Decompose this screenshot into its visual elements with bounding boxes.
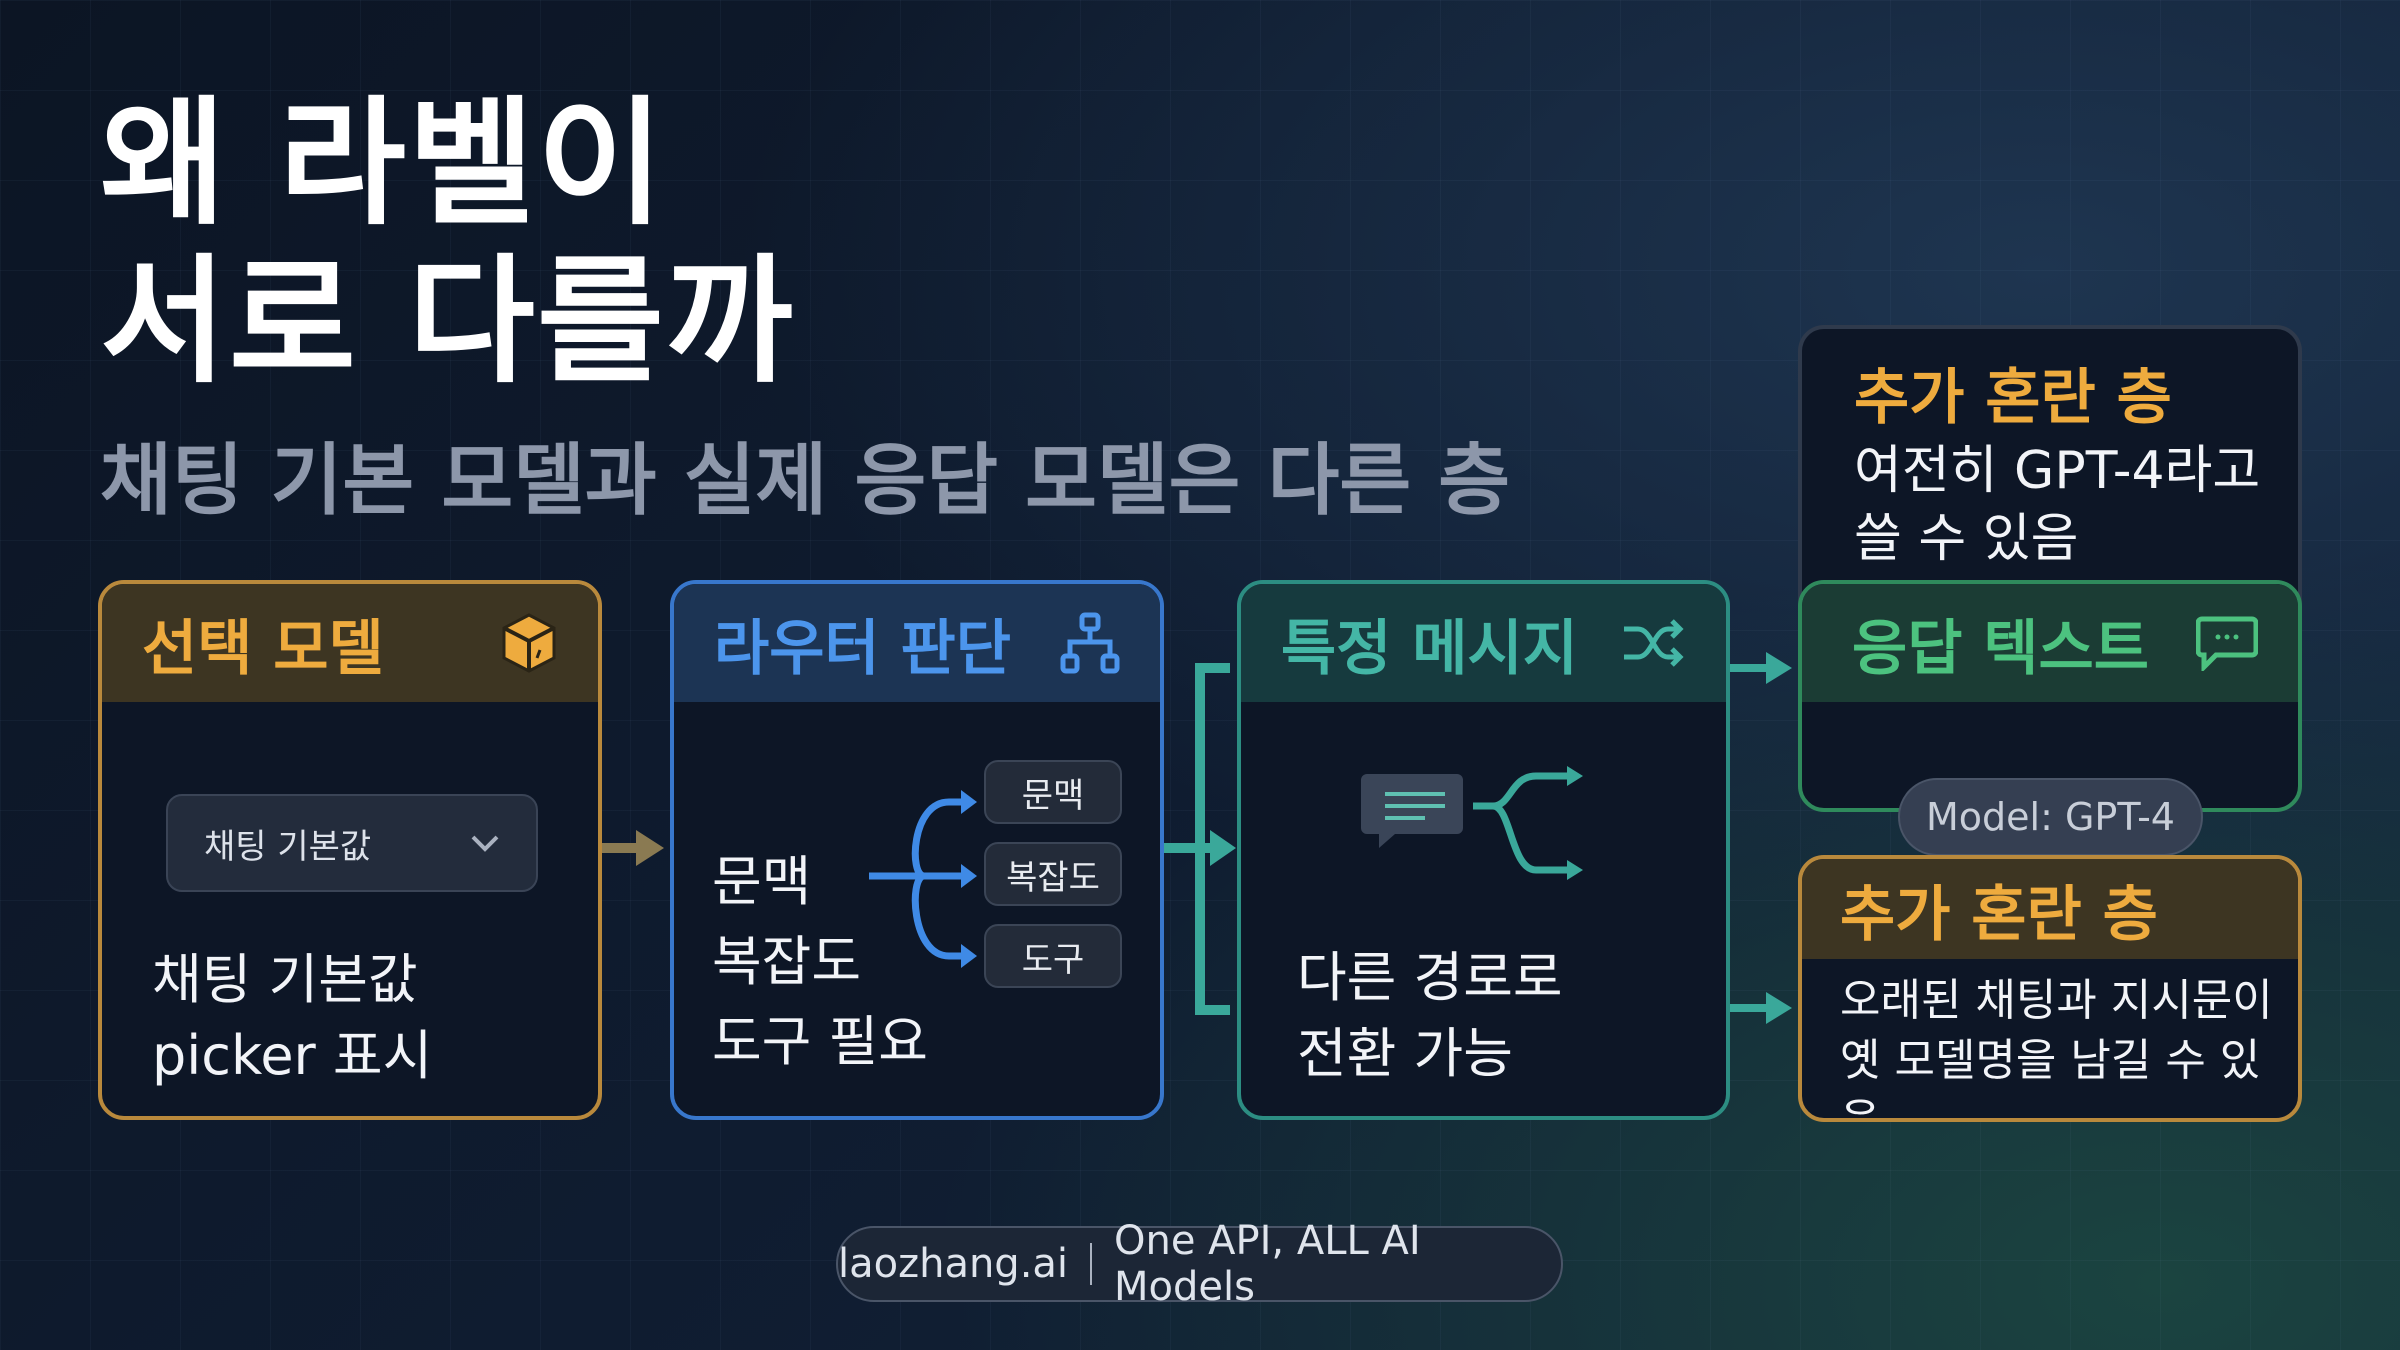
body-line: 도구 필요 [712,1010,928,1073]
subtitle: 채팅 기본 모델과 실제 응답 모델은 다른 층 [100,436,1511,526]
card-extra-confusion-bottom: 추가 혼란 층 오래된 채팅과 지시문이 옛 모델명을 남길 수 있음 [1798,855,2302,1122]
body-line: 전환 가능 [1297,1022,1513,1085]
chip-complexity: 복잡도 [984,842,1122,906]
body-line: picker 표시 [152,1024,433,1087]
arrow-card3-to-response [1730,652,1792,684]
card-title: 응답 텍스트 [1852,613,2149,684]
body-line: 쓸 수 있음 [1854,509,2079,569]
body-line: 여전히 GPT-4라고 [1854,441,2261,501]
card-title: 라우터 판단 [714,613,1011,684]
branch-arrows [869,790,977,968]
dropdown-value: 채팅 기본값 [204,826,372,867]
chat-bubble-icon [2196,616,2258,671]
footer-tagline: One API, ALL AI Models [1113,1218,1421,1310]
card-router: 라우터 판단 문맥 복잡도 도구 필요 문맥 복잡도 도구 [670,580,1164,1120]
body-line: 오래된 채팅과 지시문이 [1840,975,2273,1026]
chat-route-icon [1361,766,1583,880]
footer-brand: laozhang.ai [838,1241,1069,1287]
chevron-down-icon [471,835,499,852]
body-line: 복잡도 [712,930,862,993]
page-title: 왜 라벨이 서로 다를까 [100,85,795,401]
title-line-2: 서로 다를까 [100,241,795,402]
card-title: 추가 혼란 층 [1854,363,2172,433]
footer-divider [1090,1243,1092,1285]
card-title: 추가 혼란 층 [1840,879,2158,950]
chip-tools: 도구 [984,924,1122,988]
hierarchy-icon [1060,612,1120,674]
shuffle-icon [1624,619,1684,667]
card-selected-model: 선택 모델 채팅 기본값 채팅 기본값 picker 표시 [98,580,602,1120]
arrow-card2-to-card3 [1164,663,1230,1015]
arrow-head-card3 [1210,830,1236,866]
model-badge: Model: GPT-4 [1898,778,2203,856]
card-extra-confusion-top: 추가 혼란 층 여전히 GPT-4라고 쓸 수 있음 [1798,325,2302,625]
body-line: 옛 모델명을 남길 수 있음 [1840,1035,2261,1122]
model-dropdown[interactable]: 채팅 기본값 [166,794,538,892]
card-response-text: 응답 텍스트 [1798,580,2302,812]
body-line: 문맥 [712,850,812,913]
card-title: 특정 메시지 [1281,613,1578,684]
card-title: 선택 모델 [142,613,384,684]
card-specific-message: 특정 메시지 다른 경로로 전환 가능 [1237,580,1730,1120]
body-line: 채팅 기본값 [152,948,418,1011]
title-line-1: 왜 라벨이 [100,83,666,244]
arrow-card1-to-card2 [602,830,664,866]
arrow-card3-to-extra [1730,992,1792,1024]
footer-badge[interactable]: laozhang.ai One API, ALL AI Models [836,1218,1563,1310]
chip-context: 문맥 [984,760,1122,824]
cube-icon [502,613,556,673]
body-line: 다른 경로로 [1297,946,1563,1009]
